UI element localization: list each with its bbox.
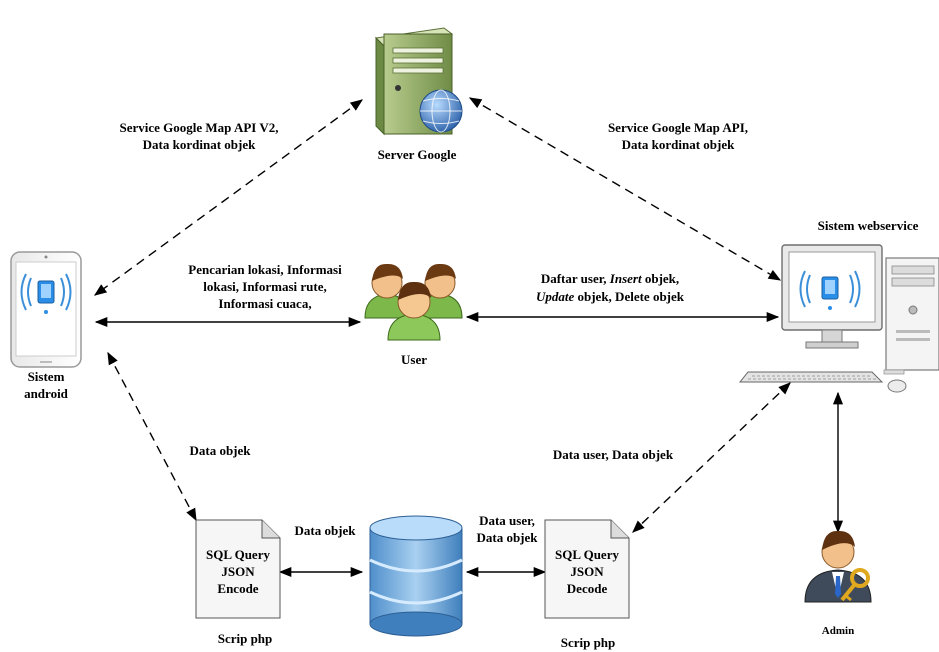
script-left-line2: JSON: [221, 564, 255, 579]
script-right-line1: SQL Query: [555, 547, 619, 562]
edge-server-web-line2: Data kordinat objek: [621, 137, 735, 152]
admin-label: Admin: [821, 625, 855, 637]
document-icon-left: SQL Query JSON Encode: [195, 519, 281, 619]
script-right-line2: JSON: [570, 564, 604, 579]
arrow-web-script: [632, 382, 791, 533]
edge-user-android-line2: lokasi, Informasi rute,: [203, 279, 327, 294]
edge-android-script-label: Data objek: [189, 443, 251, 458]
document-icon-right: SQL Query JSON Decode: [544, 519, 630, 619]
server-label: Server Google: [377, 147, 457, 162]
edge-server-web-line1: Service Google Map API,: [607, 120, 749, 135]
android-label-line1: Sistem: [27, 369, 65, 384]
script-left-line1: SQL Query: [206, 547, 270, 562]
edge-db-script-right-line1: Data user,: [479, 513, 535, 528]
edge-user-web-line2b: objek, Delete objek: [574, 289, 685, 304]
edge-web-script-label: Data user, Data objek: [552, 447, 674, 462]
edge-db-script-right-line2: Data objek: [476, 530, 538, 545]
arrow-server-android: [93, 99, 364, 296]
user-group-icon: [364, 263, 463, 341]
edge-user-android-line1: Pencarian lokasi, Informasi: [188, 262, 342, 277]
script-right-line3: Decode: [567, 581, 608, 596]
script-right-caption: Scrip php: [560, 635, 616, 650]
edge-user-web-line2a: Update: [535, 289, 575, 304]
edge-script-db-left-label: Data objek: [294, 523, 356, 538]
edge-user-web-line2: Update objek, Delete objek: [500, 288, 720, 305]
edge-user-web-line1b: Insert: [609, 271, 642, 286]
edge-server-android-line2: Data kordinat objek: [142, 137, 256, 152]
edge-user-web-line1: Daftar user, Insert objek,: [500, 270, 720, 287]
script-left-line3: Encode: [217, 581, 258, 596]
desktop-computer-icon: [738, 244, 939, 393]
script-left-caption: Scrip php: [217, 631, 273, 646]
android-label-line2: android: [24, 386, 68, 401]
edge-user-web-line1c: objek,: [641, 271, 680, 286]
edge-server-android-line1: Service Google Map API V2,: [119, 120, 279, 135]
webservice-label: Sistem webservice: [817, 218, 919, 233]
user-label: User: [401, 352, 427, 367]
database-icon: [369, 515, 463, 637]
admin-key-icon: [804, 530, 872, 603]
smartphone-icon: [10, 251, 82, 368]
edge-user-web-line1a: Daftar user,: [540, 271, 610, 286]
arrow-android-script: [107, 351, 197, 522]
arrows: [93, 97, 844, 578]
edge-user-android-line3: Informasi cuaca,: [218, 296, 312, 311]
server-globe-icon: [374, 27, 463, 136]
